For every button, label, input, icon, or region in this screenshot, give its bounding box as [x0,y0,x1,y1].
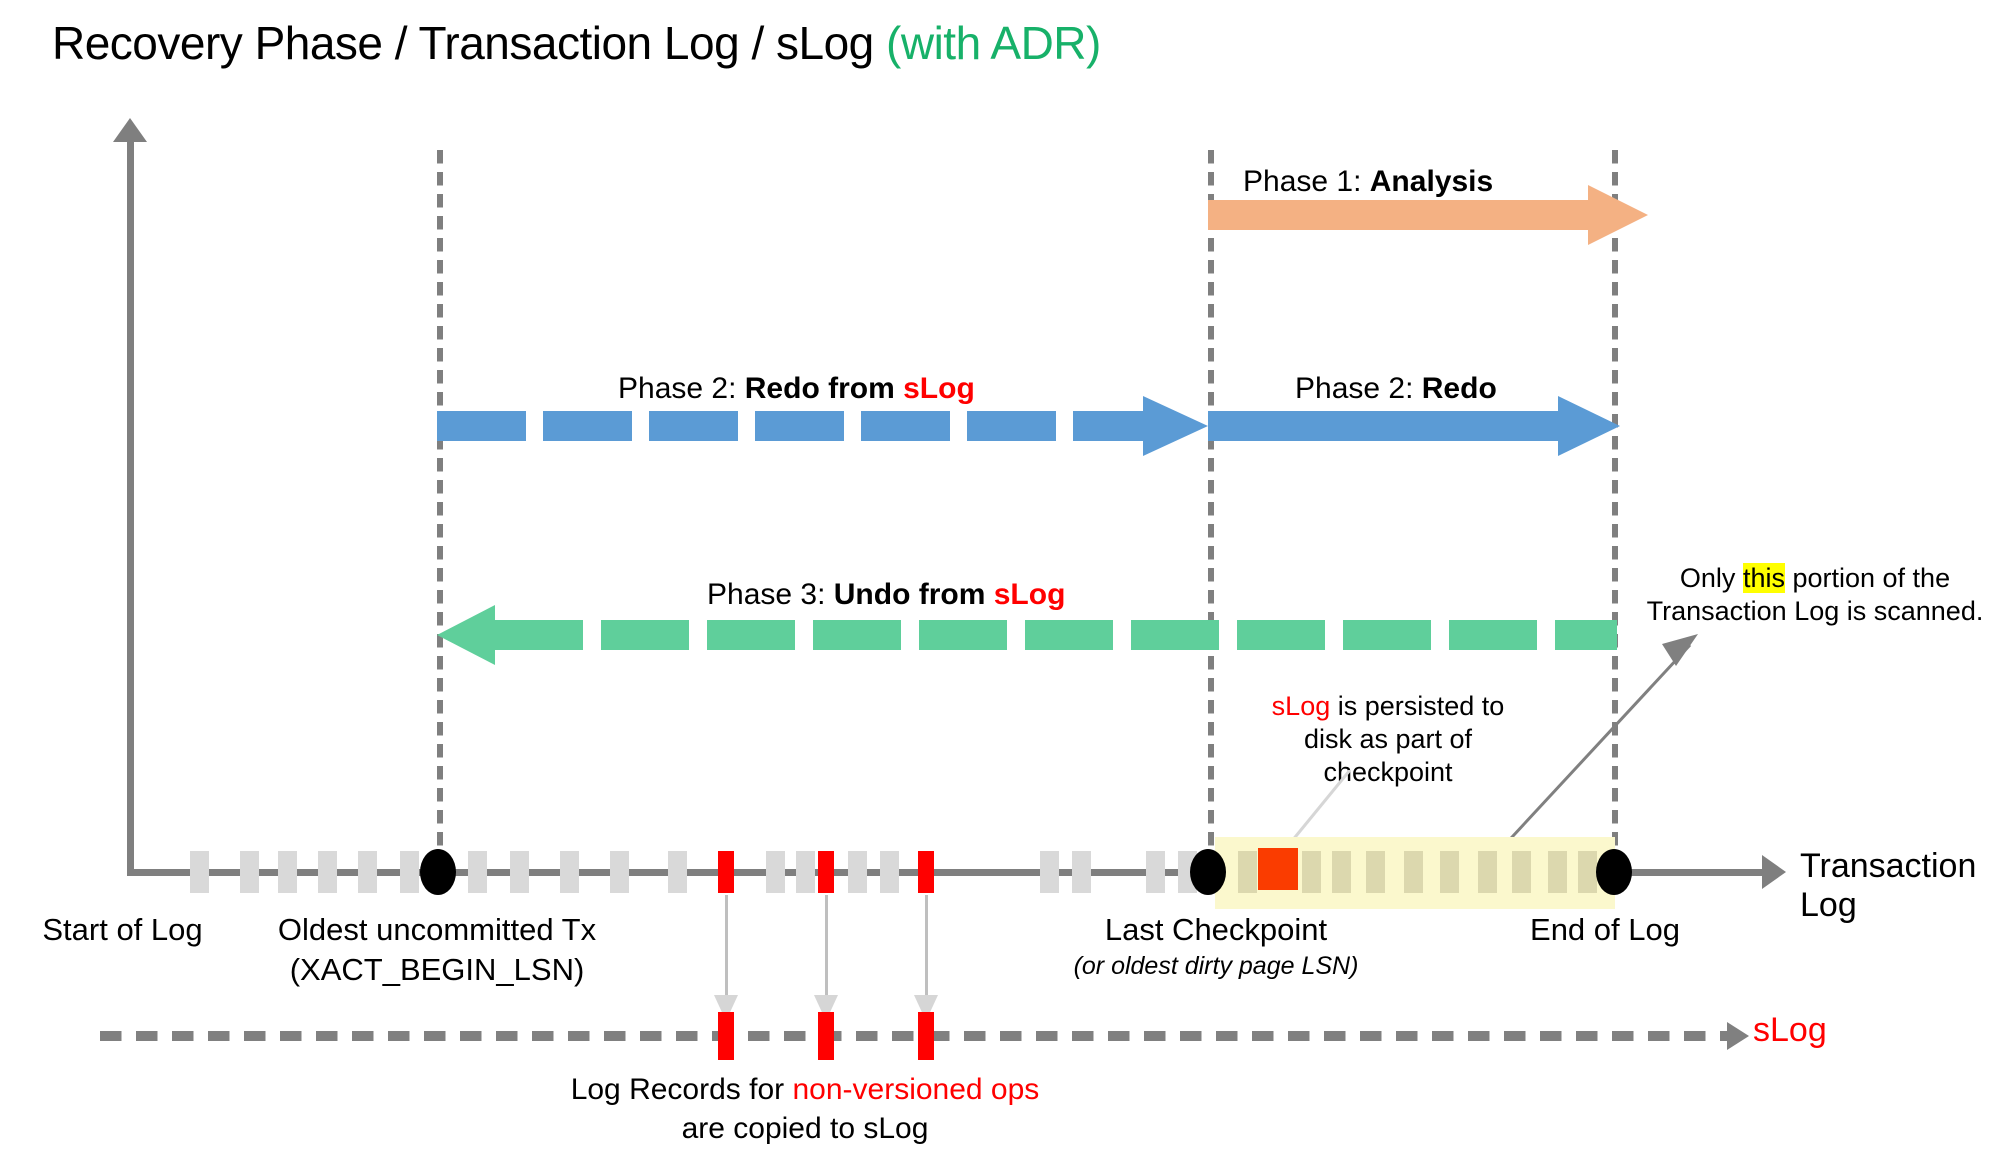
page-title-adr: (with ADR) [886,17,1101,69]
phase-2b-label: Phase 2: Redo [1295,372,1497,406]
transaction-log-axis-label: Transaction Log [1800,847,1977,924]
label-start-of-log: Start of Log [42,912,203,947]
slog-axis-arrowhead-icon [1727,1022,1749,1050]
y-axis [127,135,134,875]
phase-2b-prefix: Phase 2: [1295,372,1422,405]
phase-3-accent: sLog [993,578,1066,611]
phase-1-label: Phase 1: Analysis [1243,165,1493,199]
phase-3-label: Phase 3: Undo from sLog [707,578,1065,612]
label-last-checkpoint: Last Checkpoint [1104,912,1328,947]
slog-axis-label: sLog [1753,1011,1827,1049]
phase-1-name: Analysis [1369,165,1494,198]
slog-record-2 [818,1012,834,1060]
callout-checkpoint-line1: is persisted to [1330,691,1505,721]
y-axis-arrowhead-icon [113,118,147,142]
guide-end-of-log [1612,150,1618,880]
phase-2a-prefix: Phase 2: [618,372,745,405]
label-oldest-tx-sub: (XACT_BEGIN_LSN) [289,952,585,987]
callout-checkpoint-line2: disk as part of [1303,723,1473,754]
guide-last-checkpoint [1208,150,1214,880]
callout-scan-portion: Only this portion of the Transaction Log… [1640,562,1990,628]
phase-2a-accent: sLog [903,372,975,405]
slog-caption-1a: Log Records for [570,1073,793,1106]
slog-axis [100,1031,1730,1041]
slog-caption: Log Records for non-versioned ops are co… [520,1070,1090,1148]
phase-2b-name: Redo [1421,372,1497,405]
slog-caption-1b: non-versioned ops [792,1073,1040,1106]
callout-checkpoint-persist: sLog is persisted to disk as part of che… [1243,690,1533,789]
page-title-main: Recovery Phase / Transaction Log / sLog [52,17,887,69]
scan-line1a: Only [1679,563,1743,593]
guide-oldest-tx [437,150,443,880]
connector-line-3 [925,895,928,997]
label-end-of-log: End of Log [1530,912,1680,947]
slog-checkpoint-record [1258,848,1298,890]
connector-line-1 [725,895,728,997]
label-oldest-tx: Oldest uncommitted Tx [277,912,597,947]
phase-2a-label: Phase 2: Redo from sLog [618,372,975,406]
phase-2a-name: Redo from [744,372,904,405]
connector-line-2 [825,895,828,997]
phase-1-prefix: Phase 1: [1243,165,1370,198]
dot-oldest-uncommitted-tx [420,849,456,895]
slog-record-1 [718,1012,734,1060]
transaction-log-axis [127,869,1767,876]
dot-end-of-log [1596,849,1632,895]
page-title: Recovery Phase / Transaction Log / sLog … [52,16,1101,70]
phase-3-name: Undo from [833,578,994,611]
phase-3-prefix: Phase 3: [707,578,834,611]
slog-caption-2: are copied to sLog [681,1112,929,1145]
scan-line1-highlight: this [1742,563,1785,593]
log-record-nonversioned-1 [718,851,734,893]
scan-line1b: portion of the [1784,563,1951,593]
callout-scan-leader-line [1498,634,1698,852]
log-record-nonversioned-3 [918,851,934,893]
slog-record-3 [918,1012,934,1060]
log-record-nonversioned-2 [818,851,834,893]
dot-last-checkpoint [1190,849,1226,895]
x-axis-arrowhead-icon [1762,855,1786,889]
callout-checkpoint-line3: checkpoint [1323,756,1453,787]
callout-checkpoint-accent: sLog [1271,691,1331,721]
scan-line2: Transaction Log is scanned. [1646,595,1984,626]
label-last-checkpoint-sub: (or oldest dirty page LSN) [1073,952,1359,980]
